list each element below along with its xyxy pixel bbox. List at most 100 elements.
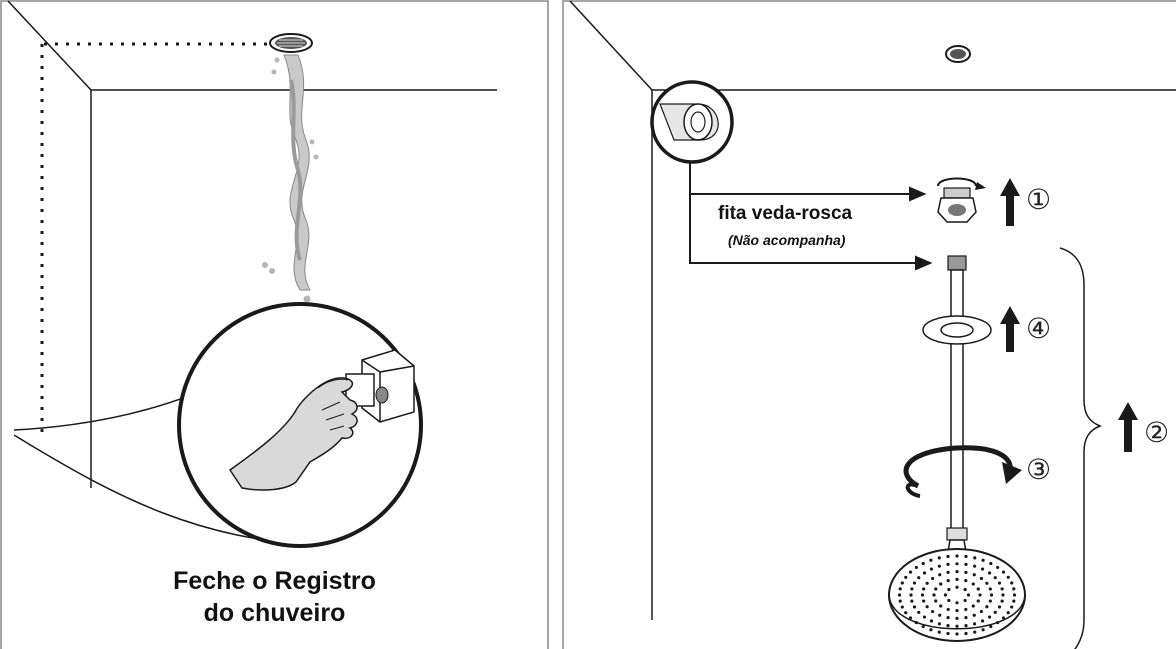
shower-hole — [898, 587, 902, 591]
step-2-label: ② — [1144, 417, 1170, 448]
tape-label: fita veda-rosca — [718, 203, 853, 224]
shower-hole — [946, 631, 950, 636]
shower-hole — [985, 605, 989, 609]
shower-hole — [929, 619, 934, 623]
step-1-label: ① — [1026, 184, 1052, 215]
shower-hole — [946, 562, 950, 566]
shower-hole — [964, 624, 968, 628]
shower-hole — [980, 567, 985, 571]
shower-hole — [943, 593, 948, 597]
shower-hole — [963, 587, 967, 592]
shower-hole — [904, 575, 908, 579]
shower-hole — [1000, 587, 1004, 591]
shower-hole — [910, 587, 914, 591]
shower-hole — [976, 599, 980, 603]
shower-hole — [900, 605, 904, 609]
shower-hole — [964, 616, 968, 620]
shower-hole — [917, 610, 921, 614]
shower-hole — [985, 581, 989, 585]
zoom-callout — [13, 302, 423, 548]
shower-hole — [1001, 593, 1005, 597]
step-4-label: ④ — [1026, 313, 1052, 344]
shower-hole — [934, 587, 938, 591]
shower-hole — [973, 630, 977, 634]
shower-hole — [976, 587, 980, 591]
shower-hole — [955, 601, 959, 605]
shower-hole — [937, 622, 941, 626]
shower-hole — [989, 593, 994, 597]
bracket-brace — [1059, 247, 1103, 649]
shower-hole — [937, 556, 941, 560]
shower-hole — [929, 567, 934, 571]
shower-hole — [931, 609, 935, 614]
shower-hole — [989, 624, 993, 629]
shower-hole — [946, 554, 950, 559]
shower-hole — [955, 562, 959, 566]
room-walls — [569, 0, 1176, 620]
shower-hole — [1006, 611, 1010, 615]
shower-hole — [1012, 587, 1016, 591]
shower-hole — [929, 558, 933, 562]
shower-hole — [909, 593, 913, 597]
shower-hole — [996, 565, 1000, 570]
shower-head-icon — [888, 539, 1026, 642]
caption-line-1: Feche o Registro — [173, 567, 376, 595]
shower-hole — [964, 607, 968, 612]
shower-hole — [946, 616, 950, 620]
shower-hole — [908, 570, 913, 574]
shower-hole — [964, 631, 968, 636]
shower-hole — [934, 599, 938, 603]
shower-hole — [938, 573, 942, 577]
shower-hole — [955, 609, 959, 613]
shower-arm-icon — [946, 255, 968, 541]
shower-hole — [973, 622, 977, 626]
shower-hole — [955, 554, 959, 558]
up-arrow-icon — [1000, 306, 1020, 352]
shower-hole — [1000, 599, 1004, 603]
shower-hole — [910, 599, 914, 603]
step-3-label: ③ — [1026, 454, 1052, 485]
shower-hole — [988, 599, 992, 603]
shower-hole — [922, 571, 927, 575]
shower-hole — [1006, 575, 1010, 579]
shower-hole — [979, 609, 983, 614]
shower-hole — [1012, 599, 1016, 603]
shower-hole — [979, 576, 983, 581]
shower-hole — [993, 610, 997, 614]
shower-hole — [932, 593, 936, 597]
shower-hole — [996, 620, 1000, 625]
dotted-guide — [40, 42, 270, 436]
shower-hole — [937, 564, 941, 568]
flange-icon — [922, 315, 992, 345]
caption-line-2: do chuveiro — [203, 599, 346, 627]
shower-hole — [946, 624, 950, 628]
shower-hole — [997, 605, 1002, 609]
shower-hole — [946, 578, 950, 583]
shower-hole — [920, 593, 925, 597]
water-leak-icon — [262, 54, 319, 303]
up-arrow-icon — [1000, 178, 1020, 226]
shower-hole — [938, 613, 942, 617]
shower-hole — [964, 578, 968, 583]
shower-hole — [922, 599, 926, 603]
shower-hole — [989, 561, 993, 566]
shower-hole — [981, 628, 985, 632]
shower-hole — [921, 561, 925, 566]
left-panel-drawing — [0, 0, 549, 649]
shower-hole — [966, 593, 971, 597]
shower-hole — [964, 562, 968, 566]
shower-hole — [955, 577, 959, 582]
adapter-nut-icon — [937, 177, 986, 223]
shower-hole — [929, 628, 933, 632]
shower-hole — [972, 573, 976, 577]
ceiling-outlet-icon — [269, 33, 313, 53]
shower-hole — [955, 624, 959, 628]
shower-hole — [987, 615, 992, 619]
tape-note: (Não acompanha) — [728, 232, 846, 248]
ceiling-outlet-icon — [945, 45, 971, 63]
shower-hole — [980, 619, 985, 623]
shower-hole — [971, 582, 975, 586]
shower-hole — [963, 598, 967, 603]
shower-hole — [900, 581, 904, 585]
shower-hole — [937, 630, 941, 634]
